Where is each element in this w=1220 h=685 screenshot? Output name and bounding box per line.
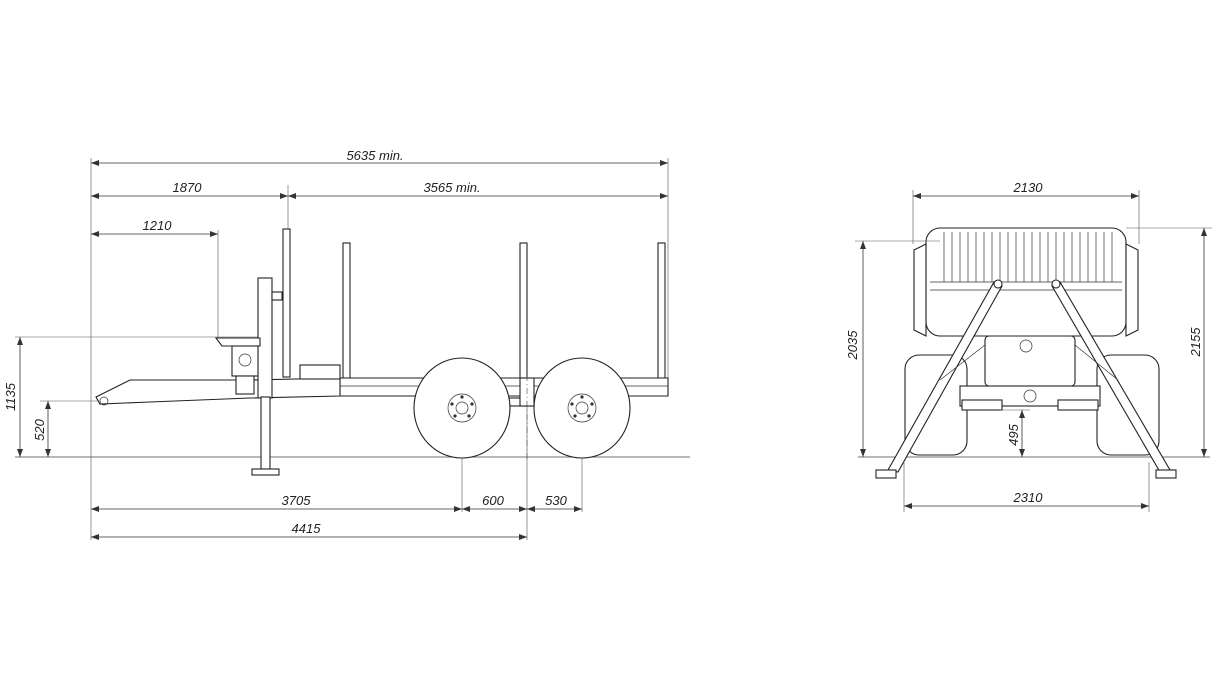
dim-stanchion-to-rear: 3565 min. <box>423 180 480 195</box>
dim-axle-spacing: 600 <box>482 493 504 508</box>
crane-base <box>984 335 1076 387</box>
stanchion-1 <box>282 228 291 378</box>
headboard-grille <box>925 227 1127 337</box>
stanchion-4 <box>657 242 666 379</box>
side-view: 5635 min. 1870 3565 min. 1210 3705 600 5… <box>3 148 690 540</box>
dim-front-to-centre: 4415 <box>292 521 322 536</box>
dim-height-hitch: 520 <box>32 418 47 440</box>
wheel-2 <box>533 357 631 459</box>
dim-outrigger-span: 2310 <box>1013 490 1044 505</box>
coupling-platform <box>214 337 261 347</box>
dim-overall-length: 5635 min. <box>346 148 403 163</box>
drawbar <box>95 377 341 405</box>
rear-view: 2130 2035 2155 495 2310 <box>845 180 1212 512</box>
stanchion-3 <box>519 242 528 379</box>
outrigger-right <box>1051 279 1177 479</box>
dim-front-to-coupling: 1210 <box>143 218 173 233</box>
dim-axle2-offset: 530 <box>545 493 567 508</box>
dim-frame-width: 2130 <box>1013 180 1044 195</box>
dim-front-to-axle1: 3705 <box>282 493 312 508</box>
dim-front-to-stanchion: 1870 <box>173 180 203 195</box>
support-leg <box>260 396 271 470</box>
dim-ground-clearance: 495 <box>1006 423 1021 445</box>
stanchion-2 <box>342 242 351 379</box>
dim-overall-height: 2155 <box>1188 327 1203 358</box>
wheel-1 <box>413 357 511 459</box>
outrigger-left <box>875 279 1003 479</box>
dim-height-drawbar-top: 1135 <box>3 382 18 411</box>
dim-height-to-stanchion: 2035 <box>845 330 860 361</box>
